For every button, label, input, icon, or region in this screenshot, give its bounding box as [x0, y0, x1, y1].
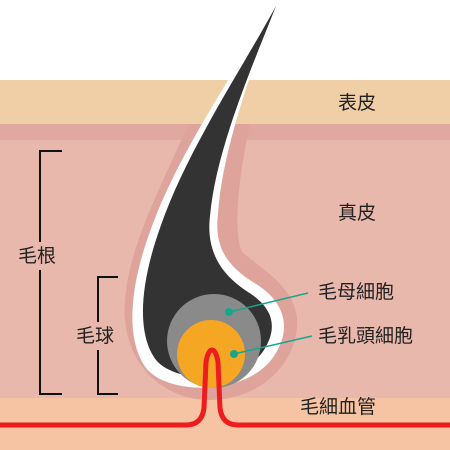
dermal-papilla: [177, 320, 245, 388]
capillary-label: 毛細血管: [300, 396, 377, 418]
papilla-leader-line: [233, 335, 313, 355]
papilla-leader-dot: [230, 350, 238, 358]
dermal-papilla-label: 毛乳頭細胞: [318, 325, 414, 347]
epidermis-label: 表皮: [338, 92, 377, 114]
hair-matrix-label: 毛母細胞: [318, 281, 395, 303]
hair-shaft: [142, 6, 276, 377]
matrix-leader-dot: [225, 308, 233, 316]
hair-root-bracket: [39, 150, 62, 395]
matrix-leader-line: [228, 292, 309, 313]
hair-root-label-bg: [18, 242, 62, 270]
hair-bulb-label: 毛球: [76, 325, 115, 347]
hair-root-label: 毛根: [18, 245, 57, 267]
hair-bulb-label-bg: [76, 322, 120, 350]
capillary-vessel: [0, 347, 450, 428]
dermis-label: 真皮: [338, 202, 377, 224]
